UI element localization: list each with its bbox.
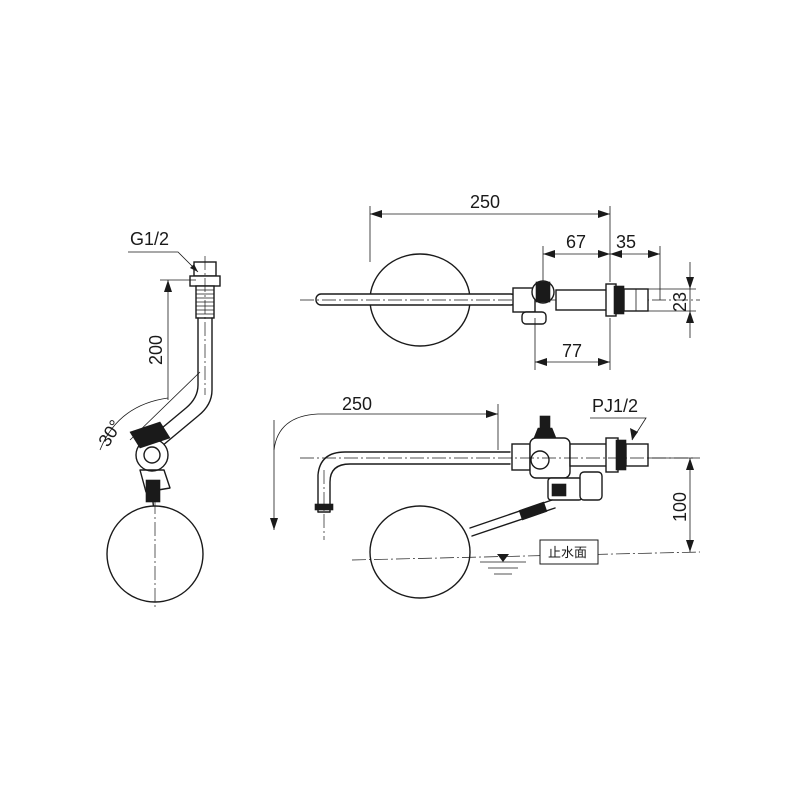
front-thread-arrow: [630, 428, 638, 440]
front-thread-label: PJ1/2: [592, 396, 638, 416]
top-height-arrow-top: [686, 277, 694, 289]
top-nut-arrow-right: [648, 250, 660, 258]
side-valve-nut: [129, 421, 171, 449]
top-nut-label: 35: [616, 232, 636, 252]
side-length-label: 200: [146, 335, 166, 365]
front-rod-sleeve: [518, 501, 548, 521]
side-thread-arrow: [190, 264, 198, 272]
top-body-label: 77: [562, 341, 582, 361]
side-lever-joint: [145, 479, 161, 503]
front-thread-leader: [590, 417, 647, 441]
front-float-ball: [369, 505, 471, 599]
top-body-arrow-right: [598, 358, 610, 366]
water-level-marker: [497, 554, 509, 562]
side-angle-arc: [99, 397, 169, 451]
top-valve-label: 67: [566, 232, 586, 252]
front-length-arrow-left: [270, 518, 278, 530]
top-length-arrow-left: [370, 210, 382, 218]
front-valve-stem: [569, 443, 611, 467]
top-length-label: 250: [470, 192, 500, 212]
top-float-rod: [315, 293, 517, 306]
top-height-label: 23: [670, 292, 690, 312]
front-lever-pivot: [551, 483, 567, 497]
top-valve-foot: [521, 311, 547, 325]
front-valve-hexnut: [625, 443, 649, 467]
front-lever-link: [579, 471, 603, 501]
front-height-label: 100: [670, 492, 690, 522]
top-body-arrow-left: [535, 358, 547, 366]
front-pipe-inner: [329, 463, 511, 513]
side-length-arrow-top: [164, 280, 172, 292]
side-angle-label: 30°: [94, 416, 125, 450]
side-pipe-outer: [149, 317, 199, 439]
water-level-symbol: [480, 561, 526, 575]
front-valve-locknut: [615, 439, 627, 471]
front-pipe-outer: [317, 451, 511, 513]
top-valve-locknut: [613, 285, 625, 315]
side-angle-ref: [129, 371, 201, 441]
front-height-arrow-bottom: [686, 540, 694, 552]
top-height-arrow-bottom: [686, 311, 694, 323]
top-length-arrow-right: [598, 210, 610, 218]
front-view: 止水面 250 PJ1/2 100: [270, 394, 701, 599]
top-valve-nut: [535, 281, 551, 303]
top-view: 250 67 35 23 77: [300, 192, 700, 370]
side-valve-bore: [143, 446, 161, 464]
front-valve-top-nut: [533, 427, 557, 439]
side-valve-arm: [139, 469, 171, 493]
side-thread-label: G1/2: [130, 229, 169, 249]
top-valve-arrow-right: [598, 250, 610, 258]
front-length-dim-line: [273, 413, 498, 451]
top-nut-arrow-left: [610, 250, 622, 258]
front-water-line: [351, 551, 701, 561]
top-valve-body: [555, 289, 609, 311]
water-stop-label-box: [539, 539, 599, 565]
front-valve-cap: [539, 415, 551, 429]
front-valve-inlet: [511, 443, 531, 471]
front-valve-port: [530, 450, 550, 470]
water-stop-label: 止水面: [548, 546, 587, 561]
side-pipe-inner: [161, 317, 213, 447]
side-thread-leader: [128, 251, 199, 273]
top-valve-arrow-left: [543, 250, 555, 258]
front-length-label: 250: [342, 394, 372, 414]
front-height-arrow-top: [686, 458, 694, 470]
front-length-arrow-right: [486, 410, 498, 418]
side-view: G1/2 200 30°: [94, 229, 221, 610]
